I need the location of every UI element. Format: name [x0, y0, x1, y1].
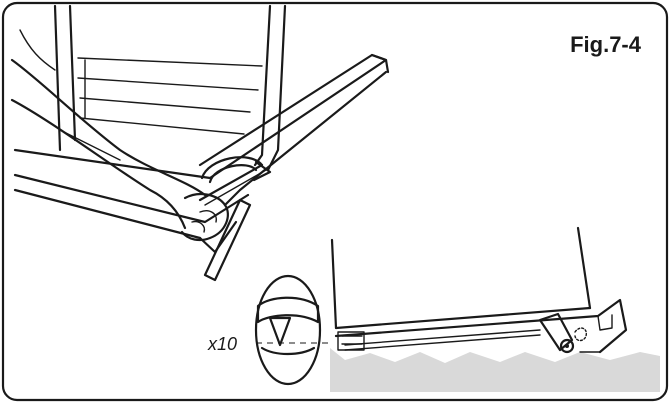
floor: [330, 348, 660, 392]
wheel: [559, 338, 575, 354]
figure-border: [1, 1, 669, 402]
rotation-indicator: [254, 274, 332, 386]
rotation-count-label: x10: [207, 334, 237, 354]
left-foot: [337, 331, 365, 351]
figure-label: Fig.7-4: [570, 32, 642, 57]
upper-scene: [10, 4, 390, 282]
lower-scene: [330, 226, 660, 392]
